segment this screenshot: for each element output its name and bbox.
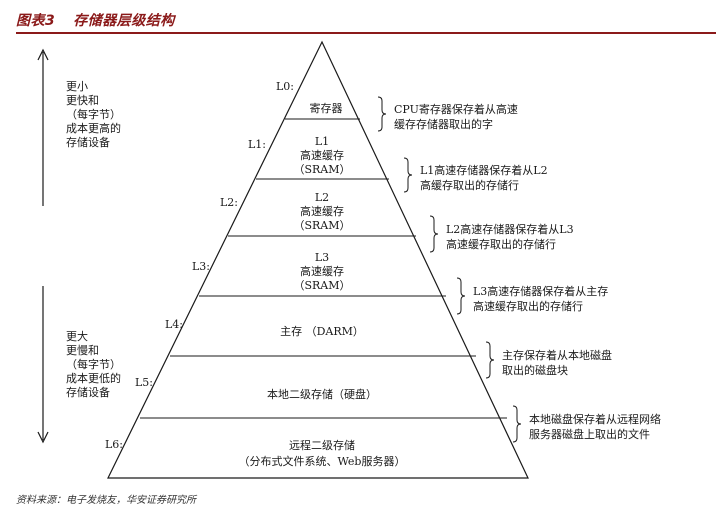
level-l2-name: L2 [315,191,329,204]
desc-l3: L3高速存储器保存着从主存 高速缓存取出的存储行 [473,284,608,314]
desc-l3-line2: 高速缓存取出的存储行 [473,300,583,313]
brace-l5 [512,405,522,443]
desc-l5-line1: 本地磁盘保存着从远程网络 [529,413,661,426]
level-id-l0: L0: [276,80,294,93]
brace-l1 [403,157,413,193]
desc-l2-line2: 高速缓存取出的存储行 [446,238,556,251]
brace-l3 [456,277,466,315]
source-note: 资料来源：电子发烧友，华安证券研究所 [16,495,196,506]
level-id-l2: L2: [220,196,238,209]
brace-l0 [377,96,387,132]
level-id-l3: L3: [192,260,210,273]
level-l3-type: 高速缓存 [300,264,344,278]
level-l3-tech: （SRAM） [293,279,350,292]
title-rule [16,32,716,34]
top-note-line: （每字节） [66,108,121,121]
desc-l4-line2: 取出的磁盘块 [502,364,568,377]
brace-l2 [429,215,439,253]
level-id-l1: L1: [248,138,266,151]
level-l5-label: 本地二级存储（硬盘） [267,387,377,401]
arrow-up-head [37,48,49,61]
figure-title: 图表3 存储器层级结构 [16,10,175,30]
desc-l4: 主存保存着从本地磁盘 取出的磁盘块 [502,348,612,378]
desc-l2: L2高速存储器保存着从L3 高速缓存取出的存储行 [446,222,574,252]
level-id-l5: L5: [135,376,153,389]
top-note-line: 成本更高的 [66,122,121,135]
top-note-line: 更快和 [66,94,99,107]
desc-l1-line1: L1高速存储器保存着从L2 [420,164,548,177]
level-l1-type: 高速缓存 [300,148,344,162]
level-l1-name: L1 [315,135,329,148]
pyramid-outline [107,40,529,479]
bottom-note-line: （每字节） [66,358,121,371]
arrow-down-head [37,431,49,444]
level-id-l6: L6: [105,438,123,451]
level-l0-label: 寄存器 [310,101,343,115]
brace-l4 [485,341,495,379]
desc-l5-line2: 服务器磁盘上取出的文件 [529,428,650,441]
desc-l2-line1: L2高速存储器保存着从L3 [446,223,574,236]
figure-number: 图表3 [16,13,56,29]
figure-title-text: 存储器层级结构 [73,13,175,29]
desc-l1: L1高速存储器保存着从L2 高缓存取出的存储行 [420,163,548,193]
bottom-note-line: 更大 [66,330,88,343]
bottom-note: 更大 更慢和 （每字节） 成本更低的 存储设备 [66,330,121,400]
top-note-line: 存储设备 [66,136,110,149]
level-l2-tech: （SRAM） [293,219,350,232]
desc-l0-line2: 缓存存储器取出的字 [394,118,493,131]
top-note: 更小 更快和 （每字节） 成本更高的 存储设备 [66,80,121,150]
desc-l3-line1: L3高速存储器保存着从主存 [473,285,609,298]
bottom-note-line: 存储设备 [66,386,110,399]
desc-l1-line2: 高缓存取出的存储行 [420,179,519,192]
bottom-note-line: 更慢和 [66,344,99,357]
level-id-l4: L4: [165,318,183,331]
level-l4-label: 主存 （DARM） [280,324,364,338]
bottom-note-line: 成本更低的 [66,372,121,385]
level-l2-type: 高速缓存 [300,204,344,218]
top-note-line: 更小 [66,80,88,93]
level-l6-sublabel: （分布式文件系统、Web服务器） [239,454,406,468]
level-l3-name: L3 [315,251,329,264]
desc-l5: 本地磁盘保存着从远程网络 服务器磁盘上取出的文件 [529,412,661,442]
desc-l0-line1: CPU寄存器保存着从高速 [394,103,518,116]
desc-l4-line1: 主存保存着从本地磁盘 [502,349,612,362]
level-l1-tech: （SRAM） [293,163,350,176]
desc-l0: CPU寄存器保存着从高速 缓存存储器取出的字 [394,102,518,132]
level-l6-label: 远程二级存储 [289,438,355,452]
